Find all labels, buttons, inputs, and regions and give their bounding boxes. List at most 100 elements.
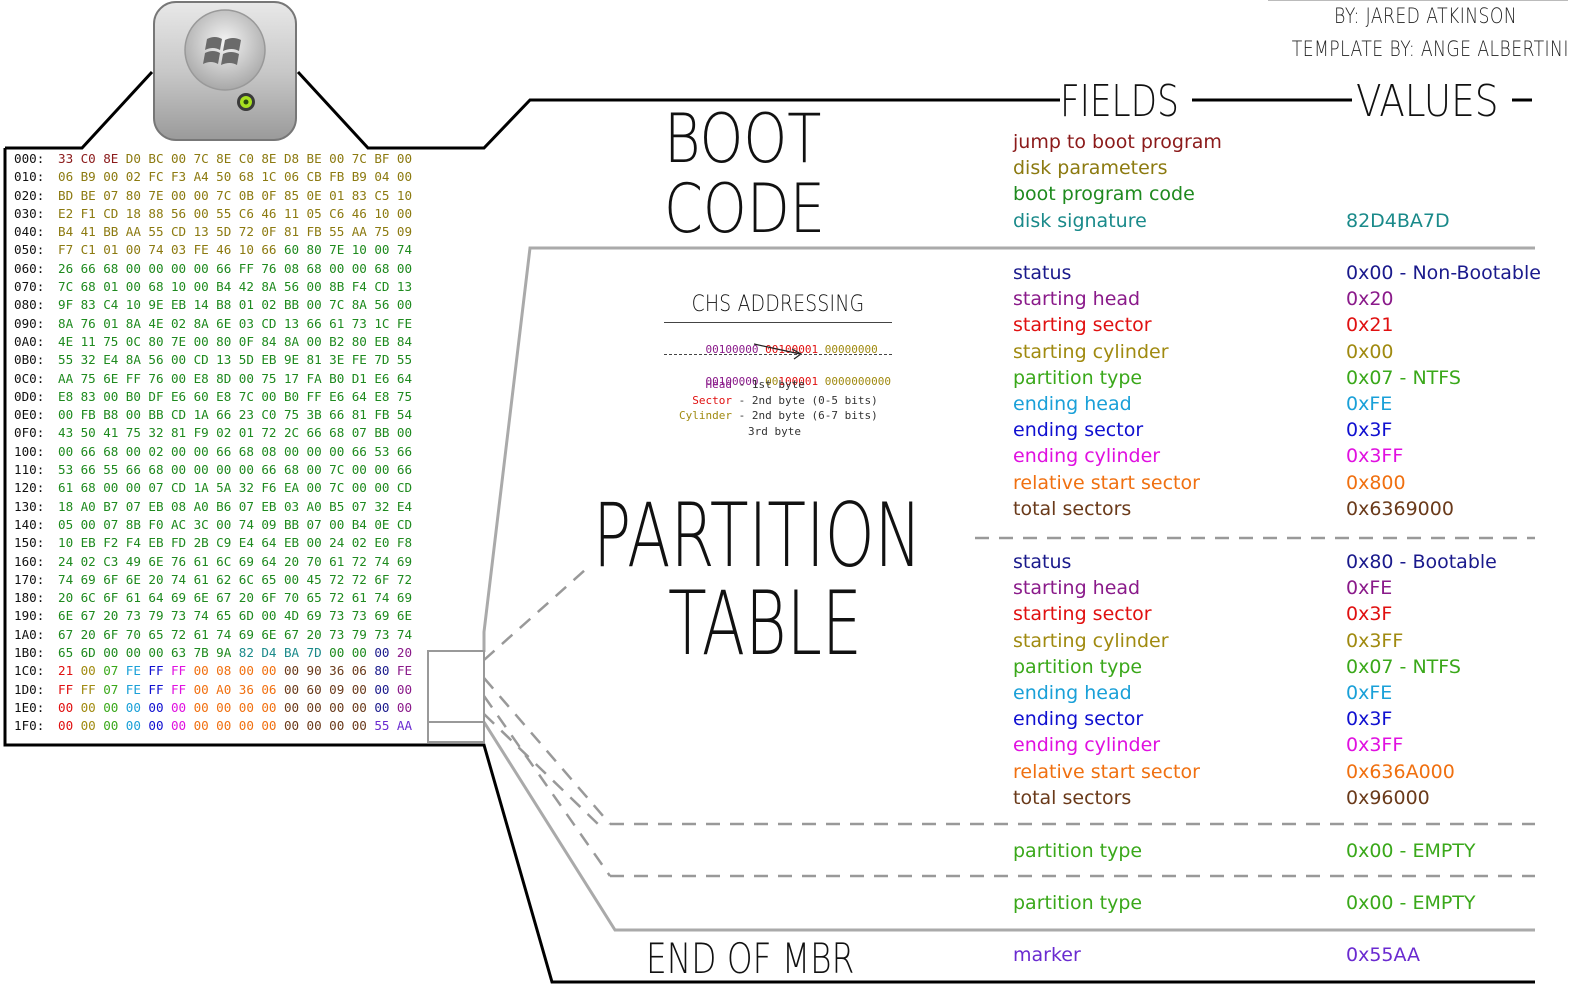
hex-byte: 55 [58, 352, 74, 368]
hex-byte: FF [125, 370, 141, 386]
hex-byte: 00 [193, 663, 209, 679]
hex-byte: 74 [396, 242, 413, 258]
hex-address: 010: [14, 169, 45, 185]
hex-byte: 01 [103, 279, 119, 295]
hex-byte: B9 [351, 169, 367, 185]
hex-address: 110: [14, 462, 45, 478]
hex-byte: E6 [170, 388, 187, 404]
hex-byte: 32 [148, 425, 164, 441]
hex-byte: 02 [80, 553, 96, 569]
hex-byte: C6 [238, 205, 254, 221]
field-value: 0xFE [1346, 392, 1393, 415]
hex-byte: 00 [329, 718, 345, 734]
hex-byte: 10 [58, 535, 74, 551]
field-name: relative start sector [1013, 760, 1200, 783]
hex-byte: 00 [193, 260, 209, 276]
hex-byte: 00 [125, 260, 141, 276]
hex-byte: 00 [170, 462, 187, 478]
hex-byte: 00 [396, 297, 413, 313]
hex-byte: 00 [125, 443, 141, 459]
hex-byte: 11 [80, 333, 96, 349]
hex-byte: 07 [351, 498, 367, 514]
hex-byte: 79 [148, 608, 164, 624]
hex-byte: FB [374, 407, 390, 423]
hex-byte: 56 [283, 279, 300, 295]
hex-byte: 43 [58, 425, 74, 441]
hex-byte: 10 [374, 205, 390, 221]
hex-byte: EB [261, 352, 277, 368]
hex-byte: EA [283, 480, 300, 496]
hex-byte: 72 [351, 553, 367, 569]
hex-byte: 7C [329, 480, 345, 496]
hex-byte: C0 [238, 151, 254, 166]
hex-byte: 74 [148, 242, 164, 258]
chs-before-bytes: 00100000 00100001 00000000 [679, 330, 878, 369]
hex-byte: F1 [80, 205, 96, 221]
hex-byte: 76 [261, 260, 277, 276]
hex-byte: 36 [238, 681, 254, 697]
hex-byte: 08 [216, 663, 232, 679]
hex-byte: CD [396, 516, 413, 532]
hex-byte: 45 [306, 571, 322, 587]
boot-title-line2: CODE [664, 170, 826, 249]
hex-byte: 21 [58, 663, 74, 679]
field-value: 0x800 [1346, 471, 1406, 494]
hex-byte: 61 [193, 553, 209, 569]
hex-address: 020: [14, 187, 45, 203]
hex-byte: 66 [306, 425, 322, 441]
connector-p3 [482, 695, 612, 877]
hex-byte: 00 [329, 443, 345, 459]
hex-address: 130: [14, 498, 45, 514]
hex-byte: 10 [396, 187, 413, 203]
hex-byte: 81 [306, 352, 322, 368]
field-name: ending cylinder [1013, 445, 1161, 468]
hex-byte: 6D [238, 608, 254, 624]
hex-byte: 64 [148, 590, 164, 606]
hex-byte: BB [103, 224, 119, 240]
hex-byte: 69 [306, 608, 322, 624]
hex-byte: 13 [283, 315, 300, 331]
values-header: VALUES [1356, 76, 1499, 127]
hex-byte: 50 [216, 169, 232, 185]
hex-byte: BB [283, 297, 300, 313]
chs-arrow [753, 343, 803, 360]
hex-byte: BD [58, 187, 74, 203]
hex-byte: E4 [396, 498, 413, 514]
hex-byte: 8A [351, 297, 367, 313]
hex-address: 150: [14, 535, 45, 551]
hex-byte: 00 [193, 718, 209, 734]
hex-byte: BE [306, 151, 322, 166]
hex-byte: 81 [283, 224, 300, 240]
field-name: ending sector [1013, 708, 1144, 731]
hex-byte: 00 [80, 516, 96, 532]
hex-byte: 68 [148, 462, 164, 478]
hex-byte: F9 [193, 425, 209, 441]
hex-byte: 1C [374, 315, 390, 331]
hex-byte: 00 [238, 663, 254, 679]
hex-byte: 6F [103, 571, 119, 587]
hex-byte: 26 [58, 260, 74, 276]
hex-byte: 1A [193, 407, 209, 423]
hex-byte: 85 [283, 187, 300, 203]
hex-byte: B0 [329, 370, 345, 386]
partition-title-line2: TABLE [668, 572, 862, 675]
hex-byte: 80 [125, 187, 141, 203]
hex-byte: A4 [193, 169, 209, 185]
hex-byte: 06 [58, 169, 74, 185]
hex-byte: 61 [329, 553, 345, 569]
hex-byte: 54 [396, 407, 413, 423]
hex-byte: 66 [216, 407, 232, 423]
hex-byte: FC [148, 169, 164, 185]
hex-byte: 18 [58, 498, 74, 514]
field-name: starting sector [1013, 314, 1152, 337]
hex-byte: 83 [80, 388, 96, 404]
hex-byte: 33 [58, 151, 74, 166]
